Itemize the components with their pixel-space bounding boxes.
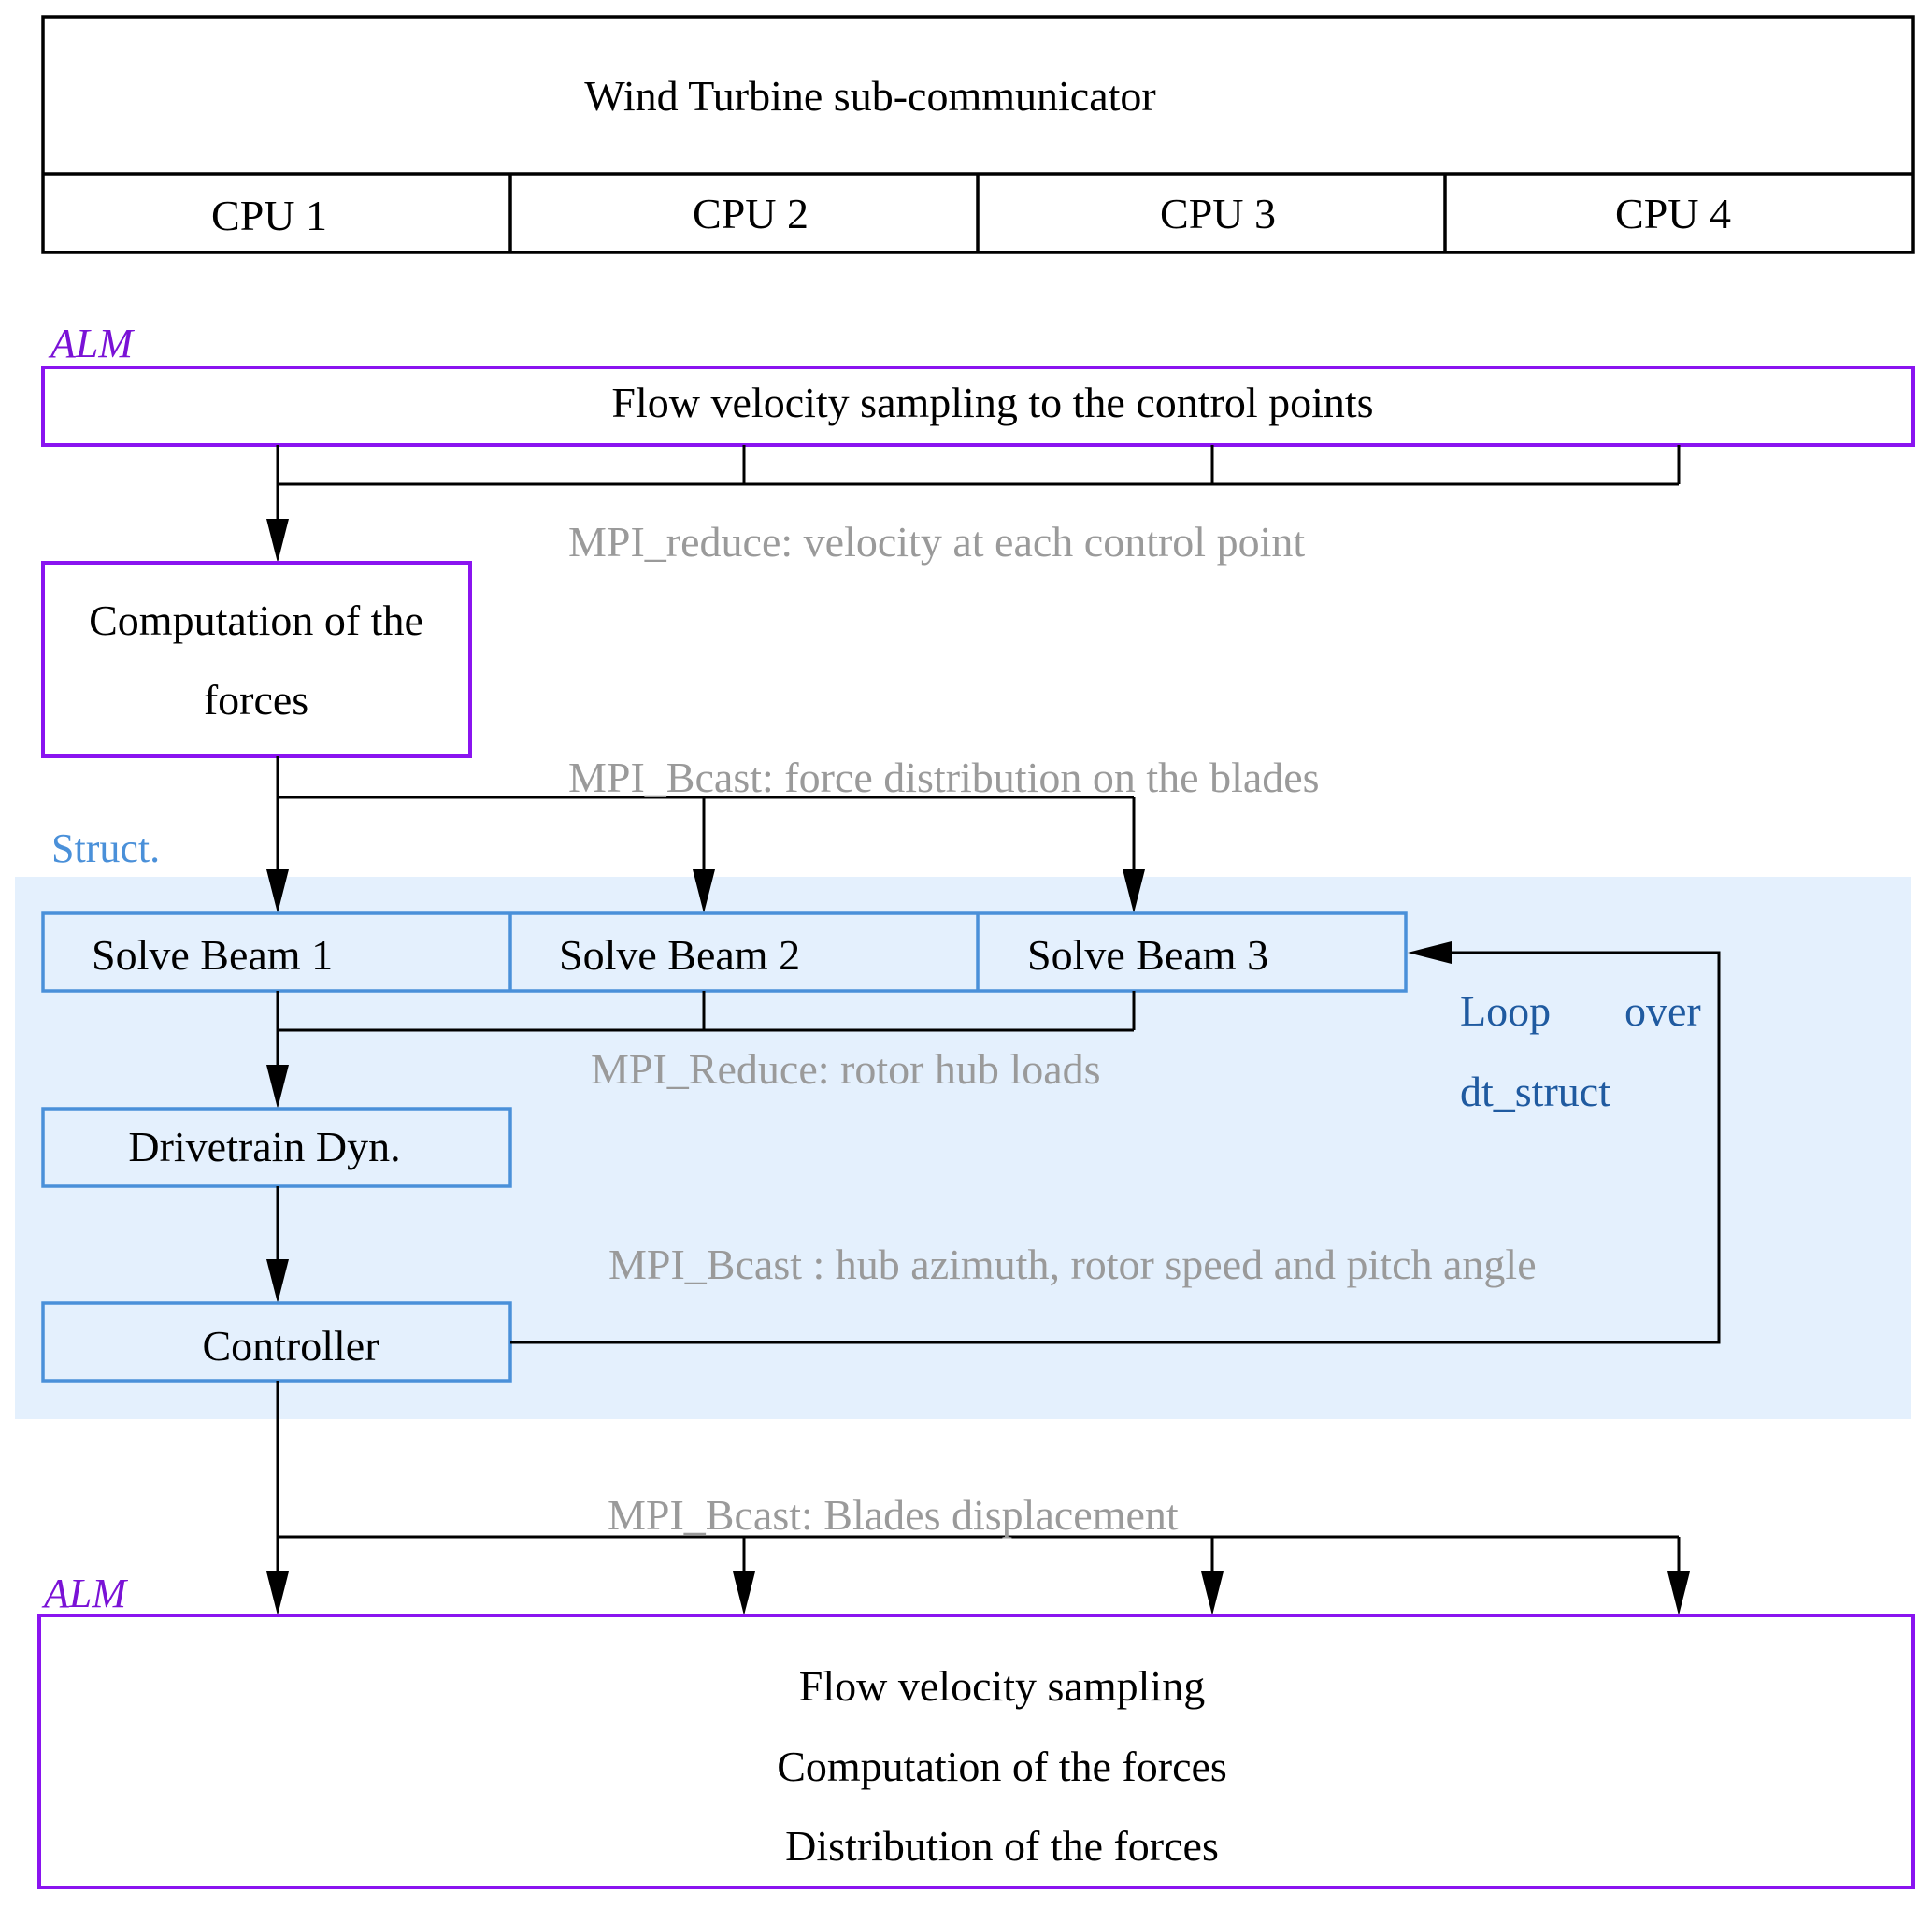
- cpu-label: CPU 4: [1615, 190, 1731, 237]
- flow-sampling-label: Flow velocity sampling to the control po…: [611, 379, 1374, 426]
- struct-section-label: Struct.: [51, 825, 161, 871]
- mpi-bcast-controller-label: MPI_Bcast : hub azimuth, rotor speed and…: [608, 1241, 1537, 1288]
- loop-label-word1: Loop: [1460, 987, 1552, 1035]
- arrow-head: [266, 869, 289, 913]
- arrow-head: [1667, 1571, 1690, 1615]
- struct-region-background: [15, 877, 1911, 1419]
- arrow-head: [266, 519, 289, 563]
- computation-box: [41, 561, 472, 758]
- beam-label: Solve Beam 2: [559, 931, 801, 979]
- alm-bottom-line: Computation of the forces: [777, 1743, 1227, 1790]
- arrow-head: [266, 1259, 289, 1303]
- loop-label-word2: over: [1624, 987, 1701, 1035]
- computation-label-line2: forces: [203, 676, 309, 724]
- alm-bottom-line: Flow velocity sampling: [798, 1662, 1206, 1710]
- alm-section-label: ALM: [50, 321, 133, 366]
- reduce-velocity-connector: [276, 445, 1681, 538]
- alm-bottom-line: Distribution of the forces: [785, 1822, 1219, 1870]
- loop-label-word3: dt_struct: [1460, 1068, 1610, 1115]
- cpu-label: CPU 1: [211, 192, 327, 239]
- alm-section-label: ALM: [44, 1571, 126, 1616]
- loop-connector: [510, 951, 1721, 1344]
- mpi-bcast-displacement-label: MPI_Bcast: Blades displacement: [608, 1491, 1179, 1539]
- arrow-head: [266, 1571, 289, 1615]
- arrow-head: [1201, 1571, 1224, 1615]
- flow-sampling-box: [41, 366, 1915, 447]
- communicator-title: Wind Turbine sub-communicator: [584, 72, 1156, 120]
- drivetrain-label: Drivetrain Dyn.: [128, 1123, 401, 1170]
- cpu-label: CPU 2: [693, 190, 809, 237]
- arrow-head: [1408, 941, 1452, 964]
- controller-label: Controller: [202, 1322, 379, 1370]
- arrow-head: [1123, 869, 1145, 913]
- beam-label: Solve Beam 3: [1027, 931, 1269, 979]
- arrow-head: [266, 1065, 289, 1109]
- arrow-head: [693, 869, 715, 913]
- computation-label-line1: Computation of the: [89, 596, 423, 644]
- mpi-bcast-forces-label: MPI_Bcast: force distribution on the bla…: [568, 753, 1320, 801]
- cpu-label: CPU 3: [1160, 190, 1276, 237]
- communicator-box: [41, 15, 1915, 254]
- alm-bottom-box: [37, 1614, 1915, 1889]
- beam-label: Solve Beam 1: [92, 931, 334, 979]
- beam-boxes: [41, 911, 1408, 993]
- mpi-reduce-hub-loads-label: MPI_Reduce: rotor hub loads: [591, 1045, 1101, 1093]
- arrow-head: [733, 1571, 755, 1615]
- mpi-reduce-velocity-label: MPI_reduce: velocity at each control poi…: [568, 518, 1306, 566]
